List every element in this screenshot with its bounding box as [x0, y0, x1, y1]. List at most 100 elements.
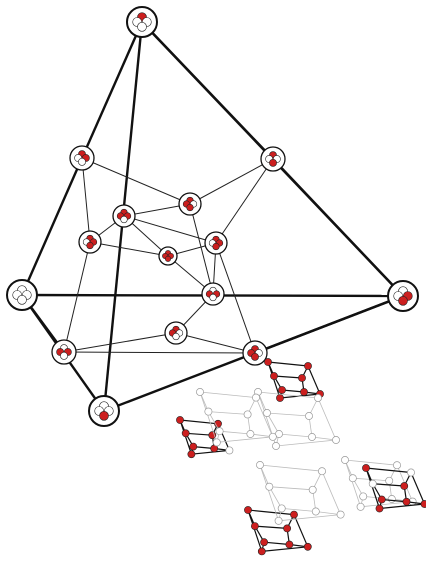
mini-graph-d [244, 506, 312, 556]
mini-edge [344, 459, 361, 507]
empty-site [246, 430, 255, 438]
empty-site [265, 482, 274, 491]
occupied-site [165, 255, 172, 262]
occupied-site [276, 394, 284, 402]
empty-site [356, 502, 365, 511]
empty-site [387, 495, 396, 503]
occupied-site [257, 547, 266, 556]
empty-site [385, 476, 394, 485]
occupied-site [398, 295, 408, 306]
mini-edge [219, 430, 251, 435]
mini-edge [266, 412, 280, 435]
mini-edge [254, 525, 288, 529]
mini-edge [191, 449, 230, 455]
mini-edge [365, 467, 412, 474]
edge-ul-i1 [81, 157, 91, 243]
empty-site [243, 410, 252, 419]
mini-edge [311, 436, 337, 441]
empty-site [225, 446, 234, 455]
state-node-i1 [78, 230, 102, 254]
mini-graph-a [264, 358, 324, 402]
mini-edge [259, 464, 279, 521]
state-node-lr [242, 340, 268, 366]
empty-site [78, 157, 86, 166]
mini-edge [273, 375, 303, 379]
mini-edge [266, 412, 310, 417]
state-node-i5 [201, 282, 225, 306]
empty-site [209, 293, 217, 302]
mini-edge [199, 391, 257, 398]
mini-edge [268, 486, 283, 509]
state-node-right [387, 280, 419, 312]
mini-edge [307, 365, 321, 395]
empty-site [215, 427, 224, 436]
empty-site [314, 394, 322, 402]
state-node-i2 [178, 192, 202, 216]
edge-ul-left [20, 157, 84, 296]
state-node-i6 [164, 321, 188, 345]
edge-top-ul [80, 21, 144, 159]
mini-graph-b-ghost [196, 388, 277, 447]
mini-edge [278, 514, 341, 522]
empty-site [272, 442, 280, 450]
empty-site [137, 21, 147, 32]
occupied-site [181, 429, 190, 438]
empty-site [308, 485, 317, 494]
state-node-ur [260, 146, 286, 172]
empty-site [368, 479, 377, 488]
mini-edge [264, 541, 290, 546]
empty-site [204, 407, 213, 416]
state-node-center [158, 246, 178, 266]
empty-site [318, 467, 326, 476]
occupied-site [176, 416, 184, 424]
occupied-site [400, 482, 409, 490]
empty-site [274, 516, 283, 525]
edge-i3-i4 [123, 215, 217, 244]
edge-ll-lr [63, 351, 256, 354]
occupied-site [250, 522, 259, 530]
occupied-site [285, 540, 294, 549]
empty-site [336, 510, 345, 519]
empty-site [17, 294, 27, 305]
mini-edge [259, 464, 323, 472]
edge-ll-i1 [63, 241, 91, 353]
mini-edge [372, 483, 405, 487]
empty-site [332, 436, 340, 444]
occupied-site [186, 203, 194, 212]
occupied-site [86, 241, 94, 250]
occupied-site [189, 442, 198, 451]
state-node-top [126, 6, 158, 38]
mini-edge [278, 433, 313, 438]
mini-graph-cluster [176, 358, 426, 556]
empty-site [308, 433, 316, 441]
mini-edge [363, 496, 392, 500]
occupied-site [290, 510, 298, 519]
empty-site [252, 393, 260, 402]
empty-site [196, 388, 204, 396]
occupied-site [300, 388, 308, 396]
occupied-site [260, 538, 268, 547]
empty-site [212, 438, 221, 447]
occupied-site [377, 495, 386, 504]
occupied-site [304, 362, 312, 370]
empty-site [277, 504, 286, 513]
state-node-ll [51, 339, 77, 365]
mini-edge [275, 439, 337, 447]
empty-site [393, 461, 401, 470]
mini-edge [381, 498, 407, 503]
occupied-site [99, 410, 109, 421]
mini-edge [344, 459, 398, 466]
edge-ur-right [272, 158, 404, 297]
mini-edge [293, 514, 309, 548]
mini-edge [208, 411, 248, 415]
mini-edge [269, 486, 313, 491]
occupied-site [212, 242, 220, 251]
state-node-i4 [204, 231, 228, 255]
mini-edge [216, 436, 273, 443]
empty-site [120, 215, 128, 224]
edge-lr-i6 [175, 332, 256, 354]
occupied-site [283, 524, 291, 533]
occupied-site [278, 386, 286, 394]
mini-edge [317, 397, 337, 441]
